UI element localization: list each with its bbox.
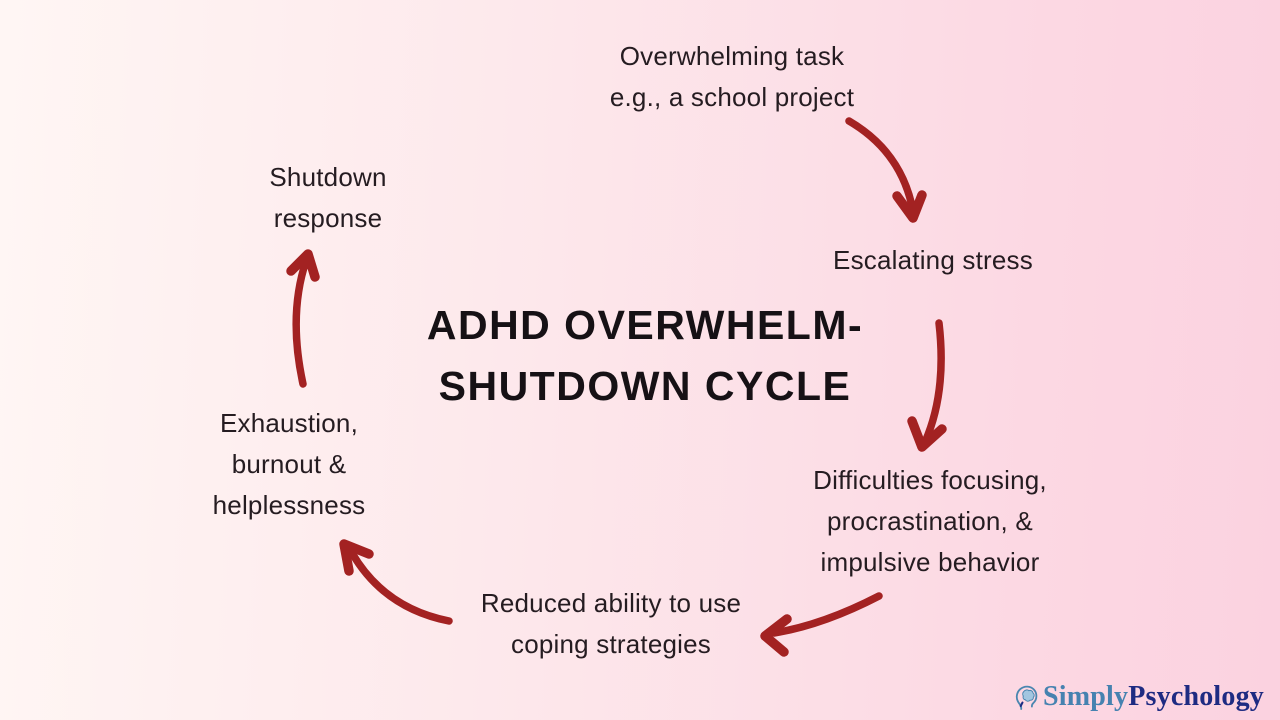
logo-text-psychology: Psychology	[1128, 681, 1264, 712]
node-reduced-ability: Reduced ability to use coping strategies	[481, 583, 741, 665]
node-shutdown-response-line-2: response	[273, 203, 383, 233]
node-difficulties-focusing: Difficulties focusing, procrastination, …	[813, 460, 1047, 583]
node-shutdown-response: Shutdown response	[269, 157, 386, 239]
node-overwhelming-task: Overwhelming task e.g., a school project	[610, 36, 854, 118]
node-difficulties-line-2: procrastination, &	[827, 506, 1033, 536]
arrow-reduced-to-exhaustion	[339, 539, 453, 625]
diagram-title: ADHD OVERWHELM- SHUTDOWN CYCLE	[427, 295, 863, 417]
node-escalating-stress-line-1: Escalating stress	[833, 245, 1033, 275]
arrow-difficulties-to-reduced	[760, 592, 883, 657]
arrow-stress-to-difficulties	[907, 319, 947, 452]
node-exhaustion-burnout: Exhaustion, burnout & helplessness	[213, 403, 366, 526]
node-difficulties-line-1: Difficulties focusing,	[813, 465, 1047, 495]
head-brain-icon	[1015, 685, 1038, 710]
node-reduced-ability-line-1: Reduced ability to use	[480, 588, 742, 618]
node-difficulties-line-3: impulsive behavior	[820, 547, 1040, 577]
diagram-title-line-2: SHUTDOWN CYCLE	[438, 363, 852, 409]
node-shutdown-response-line-1: Shutdown	[269, 162, 387, 192]
node-overwhelming-task-line-2: e.g., a school project	[609, 82, 855, 112]
node-overwhelming-task-line-1: Overwhelming task	[619, 41, 845, 71]
node-exhaustion-line-2: burnout &	[231, 449, 347, 479]
logo-text-simply: Simply	[1042, 681, 1129, 712]
diagram-title-line-1: ADHD OVERWHELM-	[426, 302, 864, 348]
node-exhaustion-line-1: Exhaustion,	[219, 408, 359, 438]
arrow-exhaustion-to-shutdown	[286, 249, 320, 388]
logo-simply-psychology: SimplyPsychology	[1011, 681, 1264, 713]
node-reduced-ability-line-2: coping strategies	[511, 629, 711, 659]
arrow-task-to-stress	[845, 117, 927, 223]
node-escalating-stress: Escalating stress	[833, 240, 1033, 281]
node-exhaustion-line-3: helplessness	[212, 490, 366, 520]
